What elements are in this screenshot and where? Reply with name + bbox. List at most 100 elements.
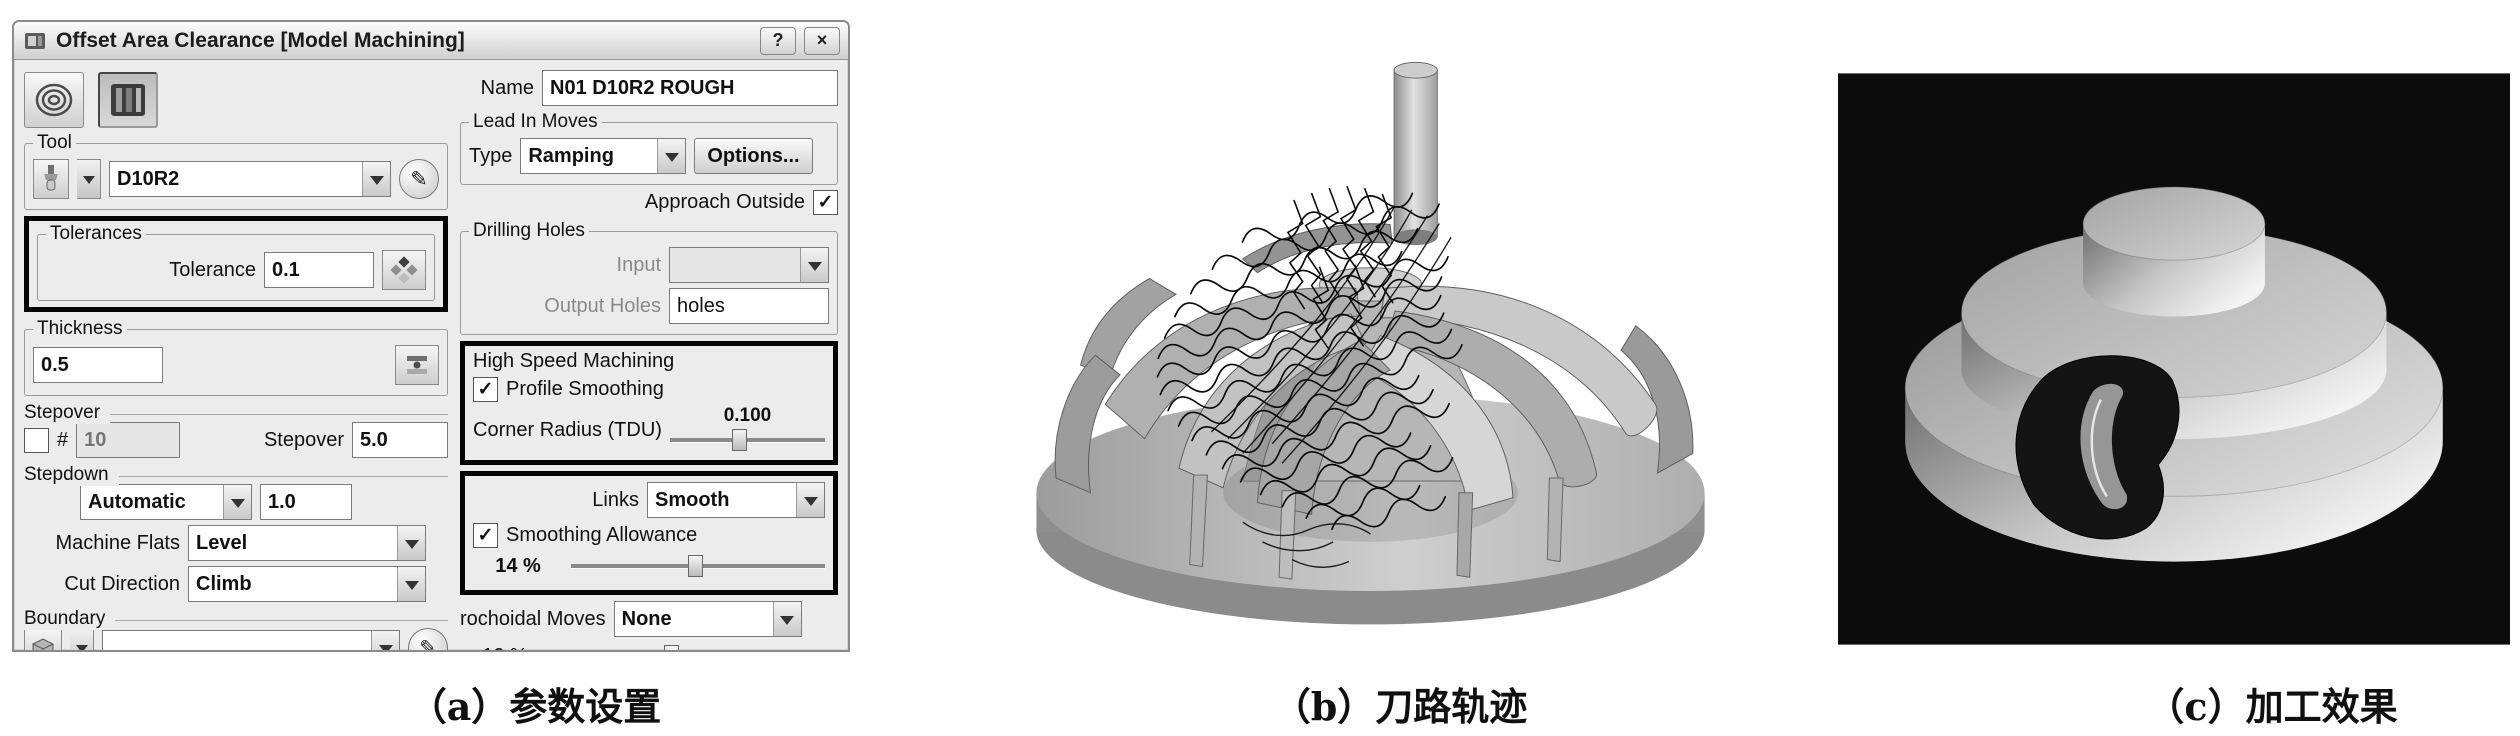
thickness-group: Thickness [24,318,448,396]
tolerances-group-label: Tolerances [50,223,142,244]
stepdown-mode-value: Automatic [88,490,186,513]
tool-edit-button[interactable]: ✎ [399,159,439,199]
app-icon [25,32,45,49]
drilling-output-label: Output Holes [544,294,661,317]
name-input[interactable] [542,70,838,106]
thickness-group-label: Thickness [37,318,123,339]
cut-direction-row: Cut Direction Climb [24,566,448,602]
thickness-icon [407,356,427,374]
boundary-block-icon [32,638,54,650]
links-highlight-box: Links Smooth ✓ Smoothing Allowance 14 % [460,471,838,595]
stepover-label: Stepover [263,428,344,451]
lead-in-type-value: Ramping [528,144,614,167]
dropdown-arrow-icon[interactable] [657,139,686,173]
trochoidal-moves-label: rochoidal Moves [460,607,606,630]
tool-dropdown-arrow[interactable] [77,159,101,199]
trochoidal-moves-value: None [621,607,672,630]
stepover-group-label: Stepover [24,402,111,424]
stepover-hash-label: # [57,428,69,451]
trochoidal-moves-row: rochoidal Moves None [460,601,838,637]
stepdown-mode-select[interactable]: Automatic [80,484,252,520]
drilling-input-label: Input [616,253,661,276]
caption-toolpath: （b）刀路轨迹 [1272,684,1528,729]
lead-in-options-button[interactable]: Options... [694,138,813,174]
smoothing-allowance-checkbox[interactable]: ✓ [473,523,498,548]
dropdown-arrow-icon [800,248,828,282]
machine-flats-select[interactable]: Level [188,525,426,561]
approach-outside-checkbox[interactable]: ✓ [813,190,838,215]
trochoidal-moves-select[interactable]: None [613,601,802,637]
tool-icon-button[interactable] [33,159,69,199]
stepover-input[interactable] [352,422,448,458]
tool-select[interactable]: D10R2 [109,161,391,197]
diamonds-icon [390,256,418,284]
dropdown-arrow-icon[interactable] [223,485,251,519]
caption-machining-result: （c）加工效果 [2146,684,2398,729]
boundary-group: Boundary [24,608,448,650]
thickness-input[interactable] [33,347,163,383]
boundary-icon-button[interactable] [24,628,62,650]
links-value: Smooth [655,488,730,511]
tolerance-label: Tolerance [169,258,256,281]
dropdown-arrow-icon[interactable] [796,483,824,517]
boundary-select[interactable] [102,630,400,650]
slider-thumb[interactable] [687,555,703,577]
cut-direction-select[interactable]: Climb [188,566,426,602]
profile-smoothing-label: Profile Smoothing [506,378,664,400]
lead-in-moves-label: Lead In Moves [473,111,598,132]
smoothing-allowance-label: Smoothing Allowance [506,524,698,546]
tolerances-group: Tolerances Tolerance [37,223,435,301]
toolpath-view-image [948,26,1793,650]
tolerance-input[interactable] [264,252,374,288]
drilling-output-input[interactable] [669,288,829,324]
model-machining-button[interactable] [98,72,158,128]
links-select[interactable]: Smooth [647,482,825,518]
tool-group-label: Tool [37,132,72,153]
thickness-options-button[interactable] [395,345,439,385]
dropdown-arrow-icon[interactable] [772,602,801,636]
cut-direction-label: Cut Direction [64,572,180,595]
boundary-dropdown-arrow[interactable] [70,628,94,650]
stepover-count-input [76,422,181,458]
offset-pattern-icon [35,83,73,117]
dropdown-arrow-icon[interactable] [371,631,399,650]
stepover-group: Stepover # Stepover [24,402,448,458]
toolpath-zigzags [1286,185,1394,349]
approach-outside-label: Approach Outside [644,191,805,213]
dropdown-arrow-icon[interactable] [397,567,425,601]
dropdown-arrow-icon[interactable] [362,162,390,196]
drilling-input-select [669,247,829,283]
close-button[interactable]: × [804,26,840,55]
stepover-count-checkbox[interactable] [24,427,49,453]
lead-in-type-select[interactable]: Ramping [520,138,687,174]
offset-area-clearance-dialog: Offset Area Clearance [Model Machining] … [12,20,850,652]
trochoidal-slider[interactable] [558,642,838,650]
tool-group: Tool D10R2 [24,132,448,210]
machine-flats-value: Level [196,531,248,554]
trochoidal-percent-value: 10 % [460,645,550,651]
slider-thumb[interactable] [731,429,747,451]
stepdown-group-label: Stepdown [24,464,119,486]
smoothing-percent-value: 14 % [495,554,541,577]
smoothing-allowance-slider[interactable] [571,552,825,580]
caption-parameter-settings: （a）参数设置 [408,684,662,729]
boundary-group-label: Boundary [24,608,116,630]
name-row: Name [460,70,838,106]
stepdown-input[interactable] [260,484,352,520]
help-button[interactable]: ? [760,26,796,55]
dialog-titlebar[interactable]: Offset Area Clearance [Model Machining] … [14,22,848,60]
dialog-title: Offset Area Clearance [Model Machining] [56,28,465,52]
drilling-holes-group: Drilling Holes Input Output Holes [460,220,838,335]
boundary-edit-button[interactable]: ✎ [408,628,448,650]
profile-smoothing-checkbox[interactable]: ✓ [473,377,498,402]
toolpath-diagonals [1210,205,1452,568]
slider-thumb[interactable] [664,645,680,650]
tolerance-options-button[interactable] [382,250,426,290]
approach-outside-row: Approach Outside ✓ [460,190,838,215]
raster-strategy-button[interactable] [24,72,84,128]
corner-radius-label: Corner Radius (TDU) [473,418,662,441]
corner-radius-slider[interactable] [669,426,825,454]
dropdown-arrow-icon[interactable] [397,526,425,560]
machined-result-image [1838,72,2510,646]
dialog-client-area: Tool D10R2 [14,60,848,651]
